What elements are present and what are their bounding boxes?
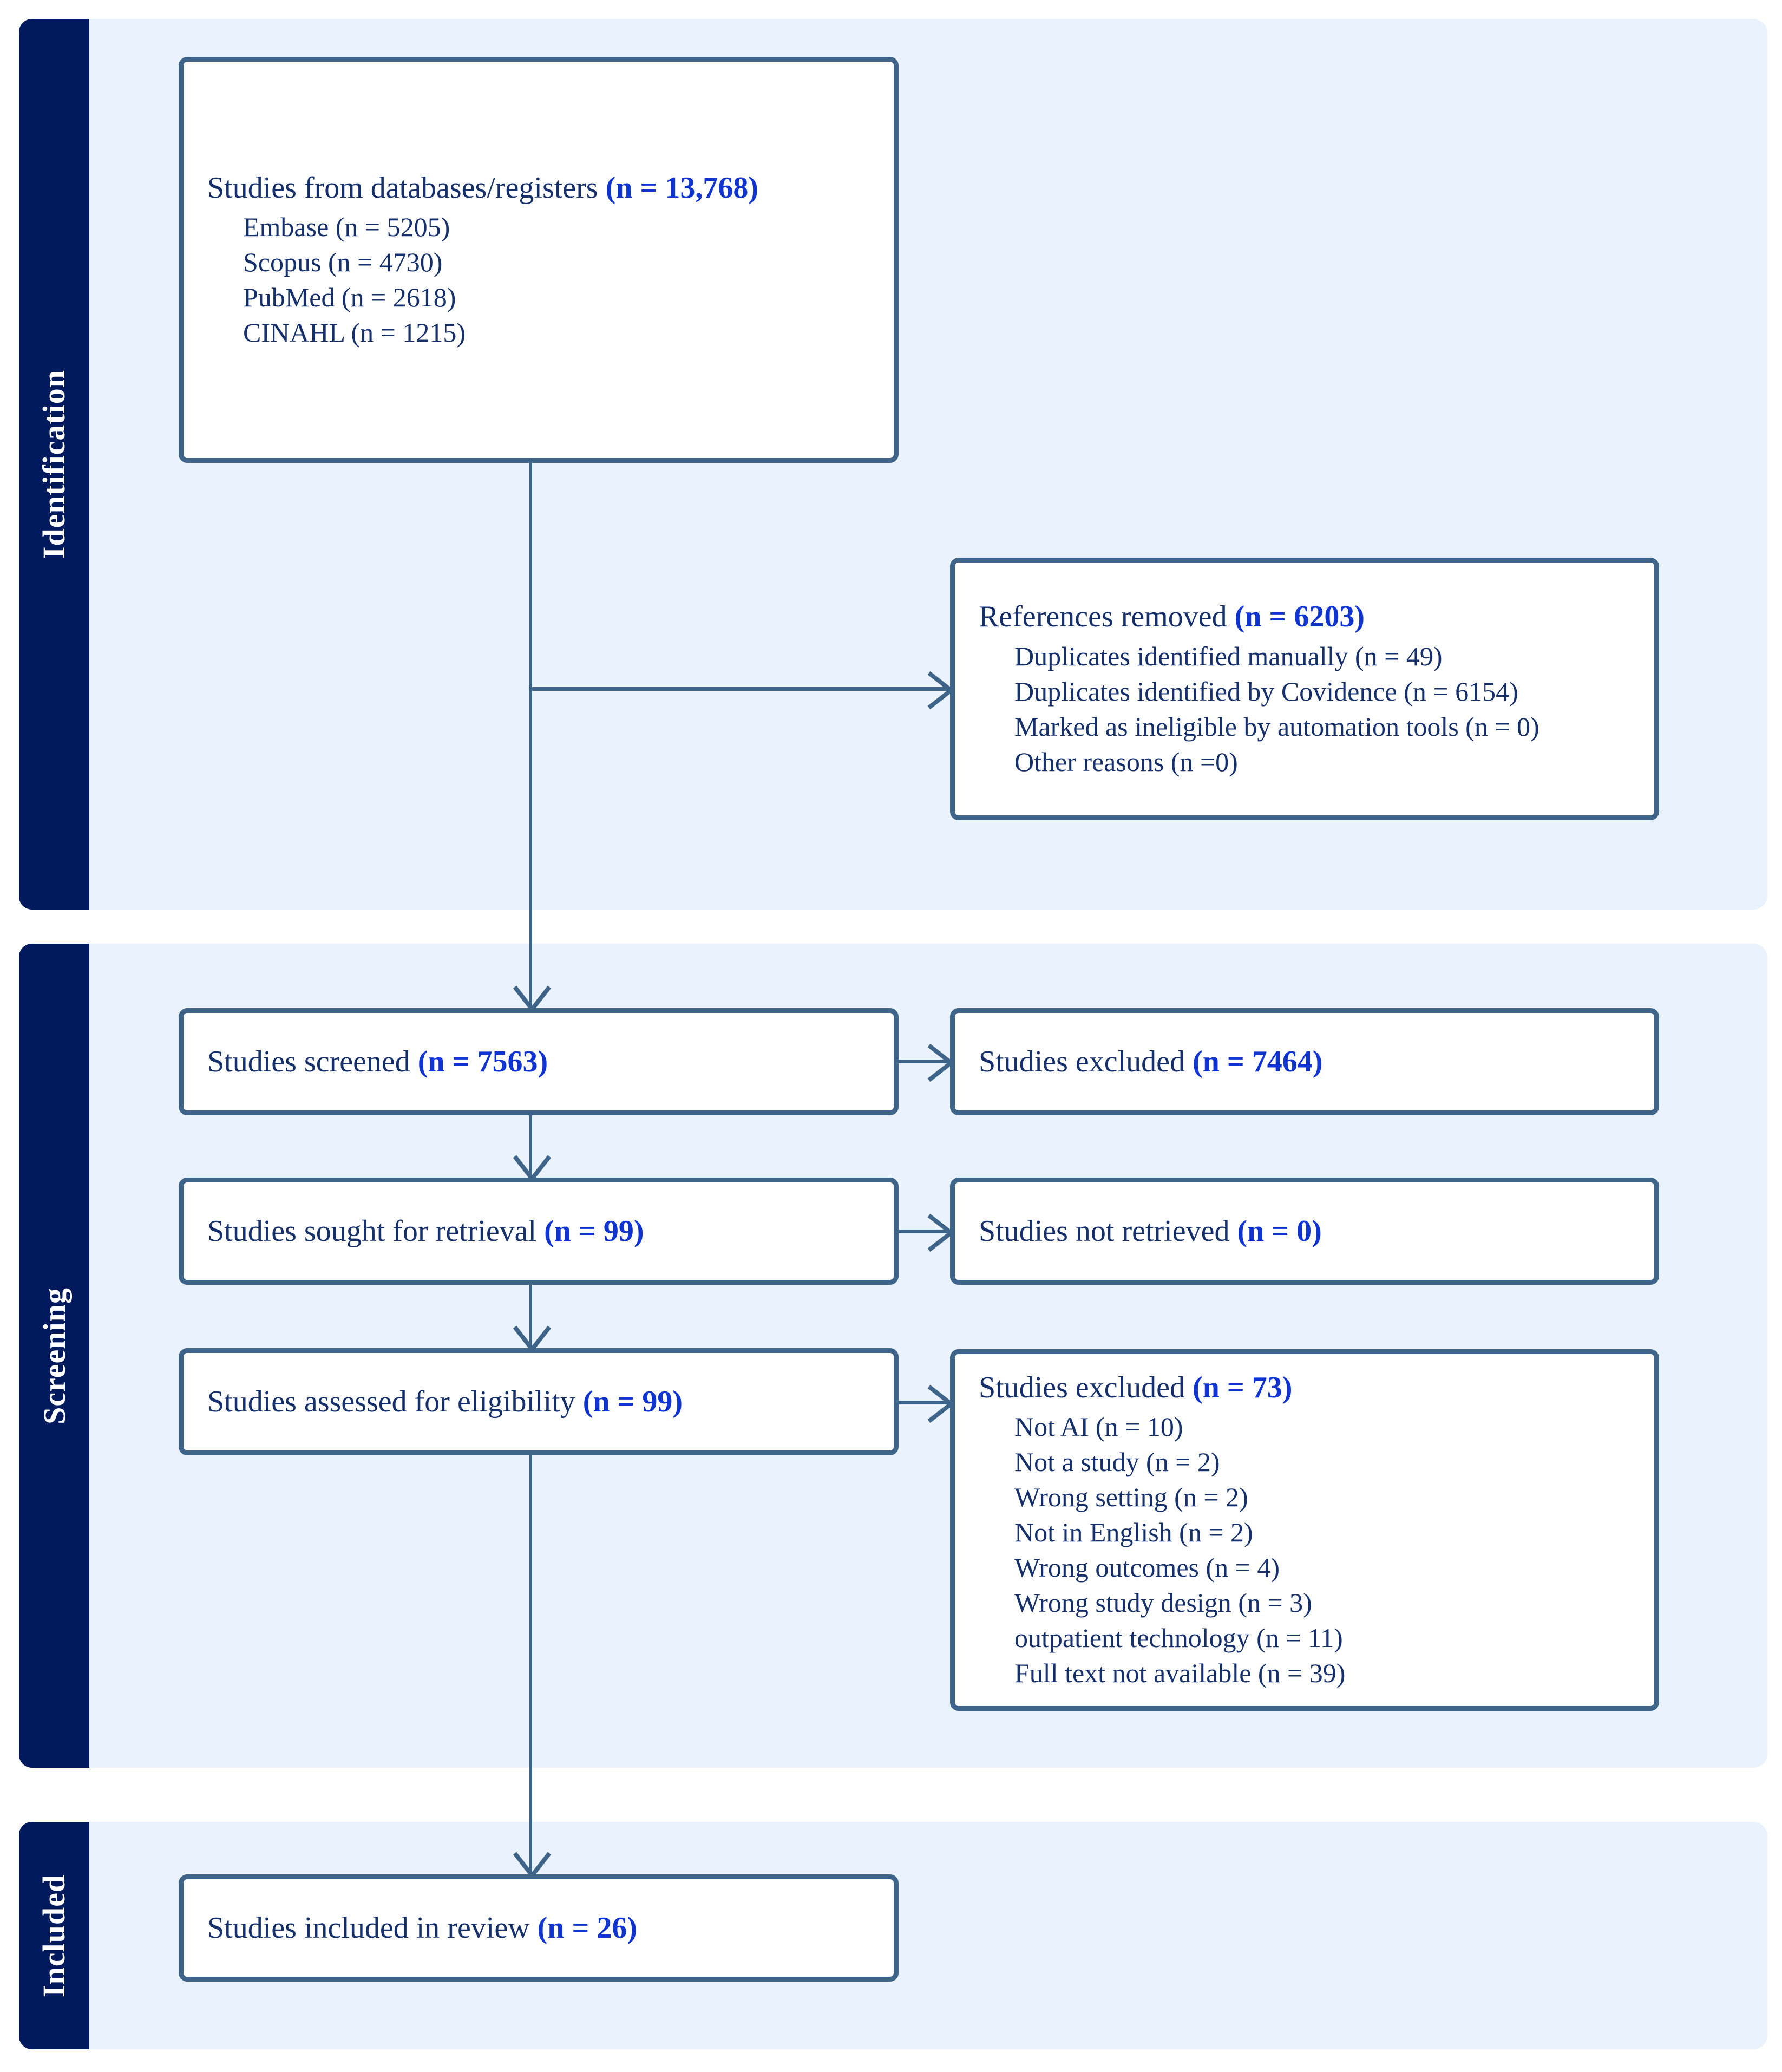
sidebar-identification: Identification xyxy=(19,19,89,910)
node-studies-assessed-for-eligibility: Studies assessed for eligibility (n = 99… xyxy=(179,1348,899,1455)
node-count-studies-excluded-eligibility: (n = 73) xyxy=(1193,1370,1293,1404)
node-title-studies-screened: Studies screened (n = 7563) xyxy=(207,1043,870,1080)
sublist-excluded-eligibility: Not AI (n = 10) Not a study (n = 2) Wron… xyxy=(979,1409,1630,1691)
node-references-removed: References removed (n = 6203) Duplicates… xyxy=(950,558,1659,820)
sidebar-screening: Screening xyxy=(19,944,89,1768)
node-title-references-removed: References removed (n = 6203) xyxy=(979,598,1630,635)
node-title-text-studies-sought: Studies sought for retrieval xyxy=(207,1214,545,1248)
sidebar-label-screening: Screening xyxy=(36,1287,72,1424)
connector-screened-to-excluded xyxy=(899,1060,950,1063)
list-item: Wrong study design (n = 3) xyxy=(1014,1587,1312,1618)
node-count-studies-assessed: (n = 99) xyxy=(582,1384,683,1419)
node-title-studies-included: Studies included in review (n = 26) xyxy=(207,1910,870,1946)
list-item: Full text not available (n = 39) xyxy=(1014,1658,1346,1689)
node-count-studies-not-retrieved: (n = 0) xyxy=(1237,1214,1322,1248)
node-title-text-databases: Studies from databases/registers xyxy=(207,171,606,205)
sublist-references-removed: Duplicates identified manually (n = 49) … xyxy=(979,639,1630,780)
connector-sought-to-assessed xyxy=(529,1285,532,1348)
node-count-studies-sought: (n = 99) xyxy=(544,1214,644,1248)
node-title-text-studies-not-retrieved: Studies not retrieved xyxy=(979,1214,1237,1248)
node-count-references-removed: (n = 6203) xyxy=(1234,600,1365,634)
node-title-text-studies-screened: Studies screened xyxy=(207,1044,418,1079)
connector-sought-to-not-retrieved xyxy=(899,1230,950,1233)
node-title-text-studies-excluded-eligibility: Studies excluded xyxy=(979,1370,1193,1404)
sidebar-label-identification: Identification xyxy=(36,369,72,559)
node-title-text-studies-included: Studies included in review xyxy=(207,1911,538,1945)
list-item: Not in English (n = 2) xyxy=(1014,1517,1253,1548)
sidebar-label-included: Included xyxy=(36,1874,72,1997)
connector-databases-to-screened xyxy=(529,463,532,1008)
node-title-text-references-removed: References removed xyxy=(979,600,1235,634)
node-title-studies-not-retrieved: Studies not retrieved (n = 0) xyxy=(979,1213,1630,1250)
list-item: Scopus (n = 4730) xyxy=(243,247,443,278)
node-studies-screened: Studies screened (n = 7563) xyxy=(179,1008,899,1115)
list-item: Duplicates identified manually (n = 49) xyxy=(1014,640,1443,671)
list-item: PubMed (n = 2618) xyxy=(243,282,456,313)
list-item: CINAHL (n = 1215) xyxy=(243,317,466,348)
node-studies-excluded-eligibility: Studies excluded (n = 73) Not AI (n = 10… xyxy=(950,1349,1659,1711)
node-studies-from-databases: Studies from databases/registers (n = 13… xyxy=(179,57,899,463)
node-title-text-studies-assessed: Studies assessed for eligibility xyxy=(207,1384,583,1419)
connector-screened-to-sought xyxy=(529,1115,532,1178)
list-item: outpatient technology (n = 11) xyxy=(1014,1623,1343,1653)
list-item: Wrong outcomes (n = 4) xyxy=(1014,1552,1280,1583)
node-title-studies-sought: Studies sought for retrieval (n = 99) xyxy=(207,1213,870,1250)
node-title-studies-excluded-screening: Studies excluded (n = 7464) xyxy=(979,1043,1630,1080)
connector-databases-to-references-removed xyxy=(529,687,950,691)
list-item: Wrong setting (n = 2) xyxy=(1014,1482,1248,1513)
node-title-studies-assessed: Studies assessed for eligibility (n = 99… xyxy=(207,1383,870,1420)
node-studies-not-retrieved: Studies not retrieved (n = 0) xyxy=(950,1178,1659,1285)
node-title-databases: Studies from databases/registers (n = 13… xyxy=(207,169,870,206)
connector-assessed-to-excluded xyxy=(899,1401,950,1404)
node-studies-sought-for-retrieval: Studies sought for retrieval (n = 99) xyxy=(179,1178,899,1285)
node-studies-included-in-review: Studies included in review (n = 26) xyxy=(179,1874,899,1982)
node-count-studies-screened: (n = 7563) xyxy=(417,1044,548,1079)
list-item: Other reasons (n =0) xyxy=(1014,746,1238,777)
list-item: Not AI (n = 10) xyxy=(1014,1411,1183,1442)
node-title-studies-excluded-eligibility: Studies excluded (n = 73) xyxy=(979,1369,1630,1406)
list-item: Marked as ineligible by automation tools… xyxy=(1014,711,1539,742)
list-item: Not a study (n = 2) xyxy=(1014,1447,1220,1478)
node-count-studies-excluded-screening: (n = 7464) xyxy=(1193,1044,1323,1079)
sidebar-included: Included xyxy=(19,1822,89,2049)
node-count-databases: (n = 13,768) xyxy=(605,171,758,205)
list-item: Duplicates identified by Covidence (n = … xyxy=(1014,676,1518,707)
sublist-databases: Embase (n = 5205) Scopus (n = 4730) PubM… xyxy=(207,210,870,350)
node-title-text-studies-excluded-screening: Studies excluded xyxy=(979,1044,1193,1079)
connector-assessed-to-included xyxy=(529,1455,532,1874)
list-item: Embase (n = 5205) xyxy=(243,212,450,243)
node-studies-excluded-screening: Studies excluded (n = 7464) xyxy=(950,1008,1659,1115)
node-count-studies-included: (n = 26) xyxy=(537,1911,638,1945)
